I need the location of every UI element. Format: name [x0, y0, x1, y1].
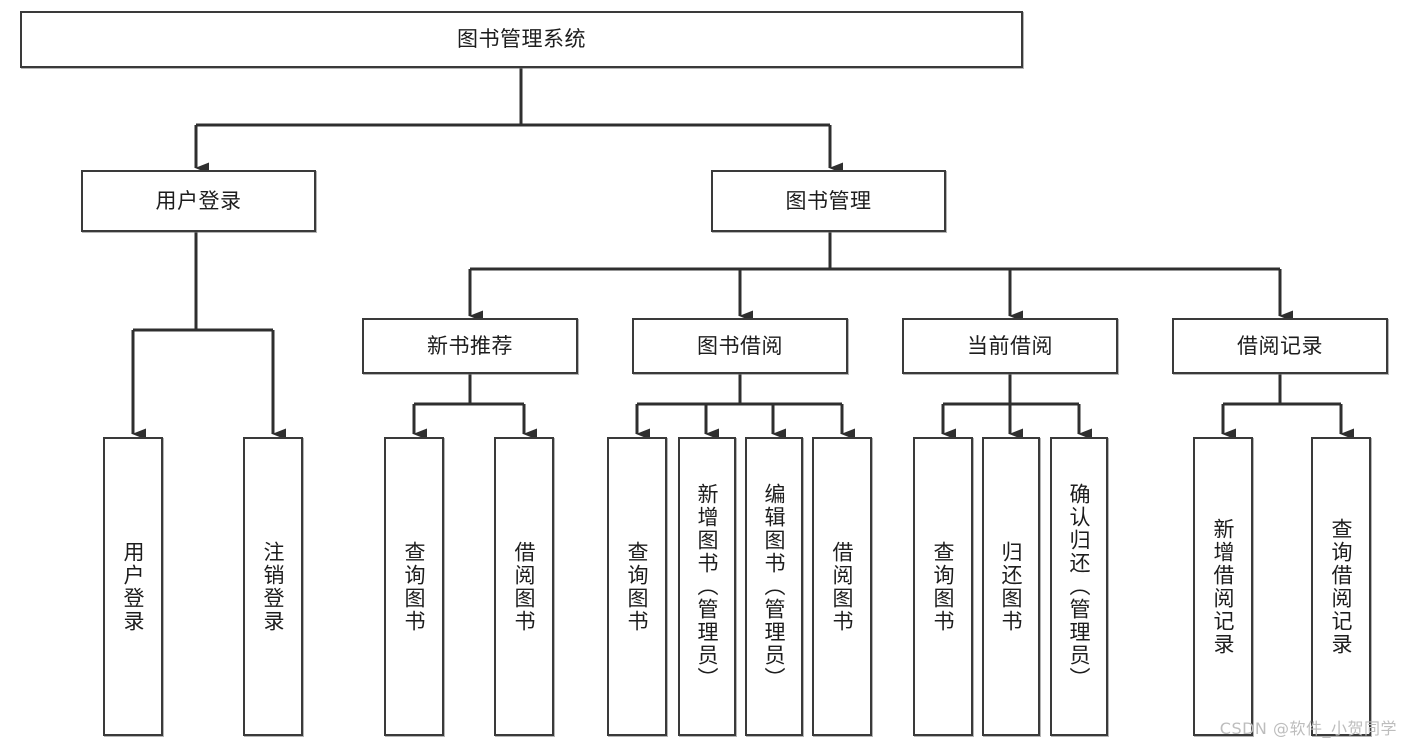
leaf-user-login-login-label: 用户登录: [121, 540, 146, 633]
node-book-management[interactable]: 图书管理: [711, 170, 946, 232]
node-root-label: 图书管理系统: [457, 27, 586, 52]
leaf-current-confirm-return[interactable]: 确认归还（管理员）: [1050, 437, 1108, 736]
leaf-user-login-login[interactable]: 用户登录: [103, 437, 163, 736]
leaf-borrow-query-book[interactable]: 查询图书: [607, 437, 667, 736]
node-user-login[interactable]: 用户登录: [81, 170, 316, 232]
leaf-records-query-record-label: 查询借阅记录: [1329, 517, 1354, 656]
leaf-borrow-add-book[interactable]: 新增图书（管理员）: [678, 437, 736, 736]
node-book-borrow-label: 图书借阅: [697, 333, 783, 358]
watermark: CSDN @软件_小贺同学: [1219, 719, 1397, 738]
node-borrow-records-label: 借阅记录: [1237, 333, 1323, 358]
node-book-management-label: 图书管理: [785, 188, 872, 213]
leaf-records-add-record-label: 新增借阅记录: [1211, 517, 1236, 656]
leaf-records-query-record[interactable]: 查询借阅记录: [1311, 437, 1371, 736]
leaf-user-login-logout-label: 注销登录: [261, 540, 286, 633]
node-new-book-recommend-label: 新书推荐: [427, 333, 513, 358]
node-current-borrow-label: 当前借阅: [967, 333, 1053, 358]
node-book-borrow[interactable]: 图书借阅: [632, 318, 848, 374]
leaf-borrow-borrow-book-label: 借阅图书: [830, 540, 855, 633]
leaf-current-query-book[interactable]: 查询图书: [913, 437, 973, 736]
leaf-user-login-logout[interactable]: 注销登录: [243, 437, 303, 736]
leaf-new-book-borrow[interactable]: 借阅图书: [494, 437, 554, 736]
leaf-borrow-edit-book[interactable]: 编辑图书（管理员）: [745, 437, 803, 736]
node-user-login-label: 用户登录: [155, 188, 242, 213]
leaf-new-book-query-label: 查询图书: [402, 540, 427, 633]
leaf-borrow-query-book-label: 查询图书: [625, 540, 650, 633]
leaf-current-query-book-label: 查询图书: [931, 540, 956, 633]
leaf-new-book-query[interactable]: 查询图书: [384, 437, 444, 736]
leaf-current-confirm-return-label: 确认归还（管理员）: [1067, 483, 1092, 690]
leaf-borrow-edit-book-label: 编辑图书（管理员）: [762, 483, 787, 690]
leaf-borrow-borrow-book[interactable]: 借阅图书: [812, 437, 872, 736]
node-borrow-records[interactable]: 借阅记录: [1172, 318, 1388, 374]
node-current-borrow[interactable]: 当前借阅: [902, 318, 1118, 374]
leaf-current-return-book-label: 归还图书: [999, 540, 1024, 633]
leaf-records-add-record[interactable]: 新增借阅记录: [1193, 437, 1253, 736]
node-root[interactable]: 图书管理系统: [20, 11, 1023, 68]
node-new-book-recommend[interactable]: 新书推荐: [362, 318, 578, 374]
leaf-borrow-add-book-label: 新增图书（管理员）: [695, 483, 720, 690]
leaf-new-book-borrow-label: 借阅图书: [512, 540, 537, 633]
leaf-current-return-book[interactable]: 归还图书: [982, 437, 1040, 736]
